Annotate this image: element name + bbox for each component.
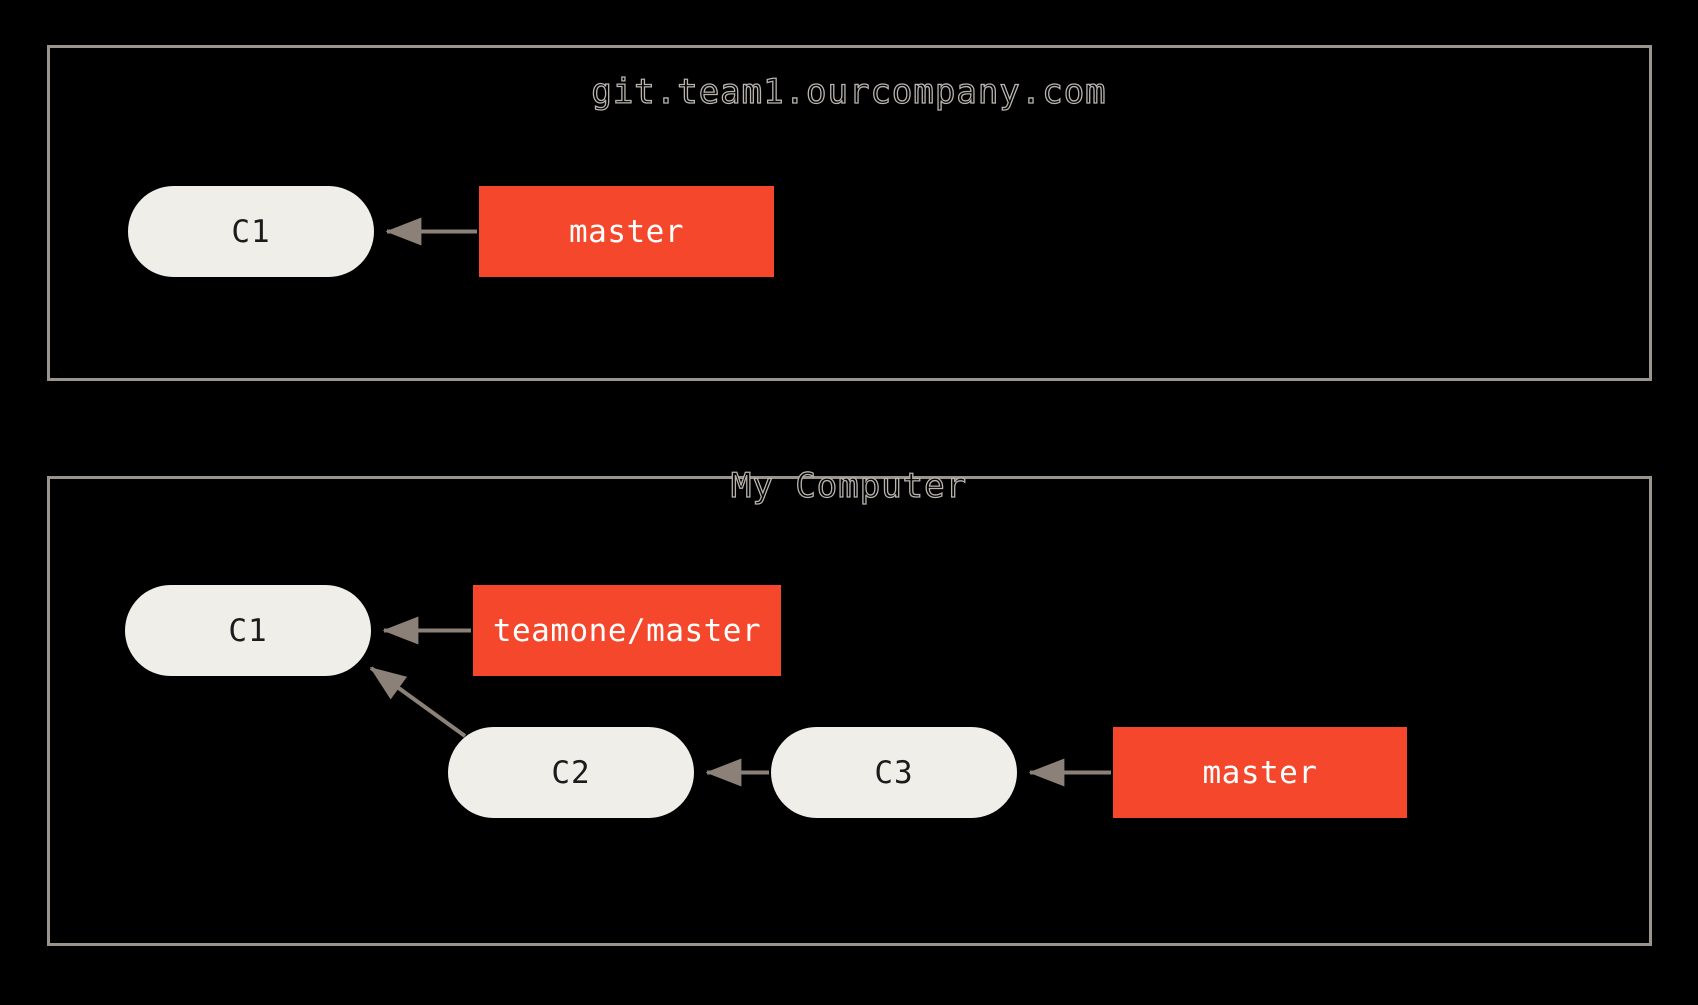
branch-label-local-master[interactable]: master: [1113, 727, 1407, 818]
commit-node-local-c2[interactable]: C2: [448, 727, 694, 818]
commit-label: C2: [551, 754, 591, 791]
panel-remote-repository: [47, 45, 1652, 381]
panel-my-computer: [47, 476, 1652, 946]
commit-node-remote-c1[interactable]: C1: [128, 186, 374, 277]
branch-label-remote-master[interactable]: master: [479, 186, 774, 277]
branch-label-teamone-master[interactable]: teamone/master: [473, 585, 781, 676]
commit-node-local-c3[interactable]: C3: [771, 727, 1017, 818]
arrow-c2-to-c1: [369, 666, 467, 738]
branch-label-text: master: [569, 213, 684, 250]
commit-label: C1: [228, 612, 268, 649]
branch-label-text: teamone/master: [492, 612, 762, 649]
panel-local-title: My Computer: [730, 465, 968, 506]
commit-node-local-c1[interactable]: C1: [125, 585, 371, 676]
panel-remote-title: git.team1.ourcompany.com: [591, 71, 1107, 112]
commit-label: C3: [874, 754, 914, 791]
commit-label: C1: [231, 213, 271, 250]
branch-label-text: master: [1202, 754, 1318, 791]
